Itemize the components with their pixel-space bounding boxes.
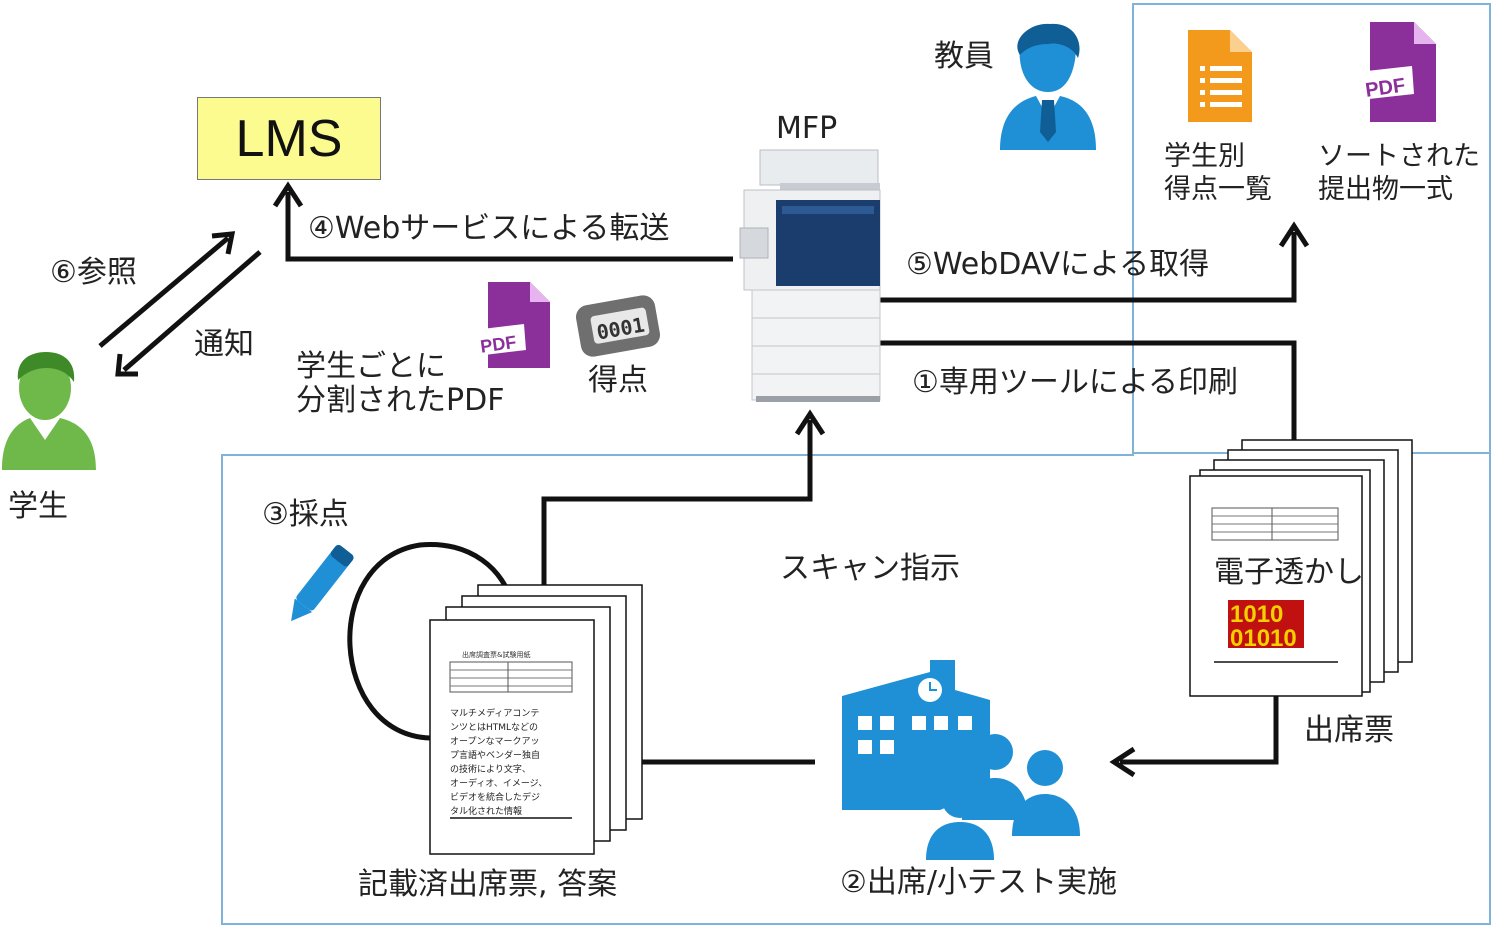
watermark-bits-2: 01010 <box>1230 625 1297 652</box>
answer-line-4: プ言語やベンダー独自 <box>450 749 540 761</box>
completed-sheets-stack: 出席調査票&試験用紙 マルチメディアコンテ ンツとはHTMLなどの オープンなマ… <box>429 584 643 855</box>
step1-label: ①専用ツールによる印刷 <box>912 365 1238 400</box>
arrow-scan <box>541 420 813 590</box>
pdf-badge-label-2: PDF <box>479 332 517 357</box>
step3-label: ③採点 <box>262 497 349 532</box>
class-building-icon <box>842 660 1080 860</box>
arrow-sheet-to-class <box>1120 696 1279 765</box>
score-label: 得点 <box>588 363 648 398</box>
teacher-icon <box>1000 23 1096 150</box>
watermark-label: 電子透かし <box>1214 555 1364 590</box>
sheet-header: 出席調査票&試験用紙 <box>462 650 530 659</box>
score-list-document-icon <box>1188 30 1252 122</box>
attendance-sheet-label: 出席票 <box>1304 713 1394 748</box>
per-student-pdf-label: 学生ごとに 分割されたPDF <box>296 349 505 418</box>
arrow-notify <box>122 250 262 372</box>
answer-line-2: ンツとはHTMLなどの <box>450 722 538 733</box>
attendance-sheet-stack: 1010 01010 <box>1189 439 1413 697</box>
answer-line-6: オーディオ、イメージ、 <box>450 777 547 789</box>
student-label: 学生 <box>8 489 68 524</box>
score-counter-icon: 0001 <box>575 295 661 357</box>
student-icon <box>2 352 96 470</box>
answer-line-7: ビデオを統合したデジ <box>450 791 540 803</box>
arrow-step5 <box>880 232 1297 303</box>
sorted-submissions-label: ソートされた 提出物一式 <box>1318 141 1480 205</box>
answer-line-1: マルチメディアコンテ <box>450 707 539 719</box>
arrow-step5-head <box>1278 221 1310 248</box>
answer-line-8: タル化された情報 <box>450 805 522 817</box>
step5-label: ⑤WebDAVによる取得 <box>906 247 1210 282</box>
watermark-bits-1: 1010 <box>1230 601 1283 628</box>
answer-line-3: オープンなマークアッ <box>450 736 539 747</box>
mfp-label: MFP <box>776 111 838 146</box>
answer-line-5: の技術により文字、 <box>450 763 531 775</box>
per-student-pdf-icon: PDF <box>474 282 550 368</box>
step4-label: ④Webサービスによる転送 <box>308 211 670 246</box>
arrow-step6 <box>98 236 230 348</box>
step2-label: ②出席/小テスト実施 <box>840 865 1118 900</box>
arrow-step1 <box>880 340 1297 455</box>
scan-instruction-label: スキャン指示 <box>780 551 960 586</box>
arrow-step4-head <box>272 181 304 208</box>
score-list-label: 学生別 得点一覧 <box>1164 141 1272 205</box>
arrow-step4 <box>285 192 733 262</box>
pen-icon <box>291 544 354 622</box>
classroom-area-frame <box>221 453 1491 925</box>
step6-label: ⑥参照 <box>50 255 137 290</box>
teacher-label: 教員 <box>934 39 994 74</box>
mfp-device <box>739 149 881 402</box>
arrow-scan-head <box>794 409 826 436</box>
sorted-pdf-icon: PDF <box>1358 22 1436 122</box>
completed-sheets-label: 記載済出席票, 答案 <box>358 867 618 902</box>
notify-label: 通知 <box>194 327 254 362</box>
arrow-notify-head <box>115 353 138 377</box>
watermark-block <box>1228 600 1304 648</box>
lms-box: LMS <box>197 97 381 180</box>
arrow-grading-loop <box>347 541 515 741</box>
arrow-sheet-to-class-head <box>1109 746 1136 778</box>
arrow-step6-head <box>211 231 236 255</box>
